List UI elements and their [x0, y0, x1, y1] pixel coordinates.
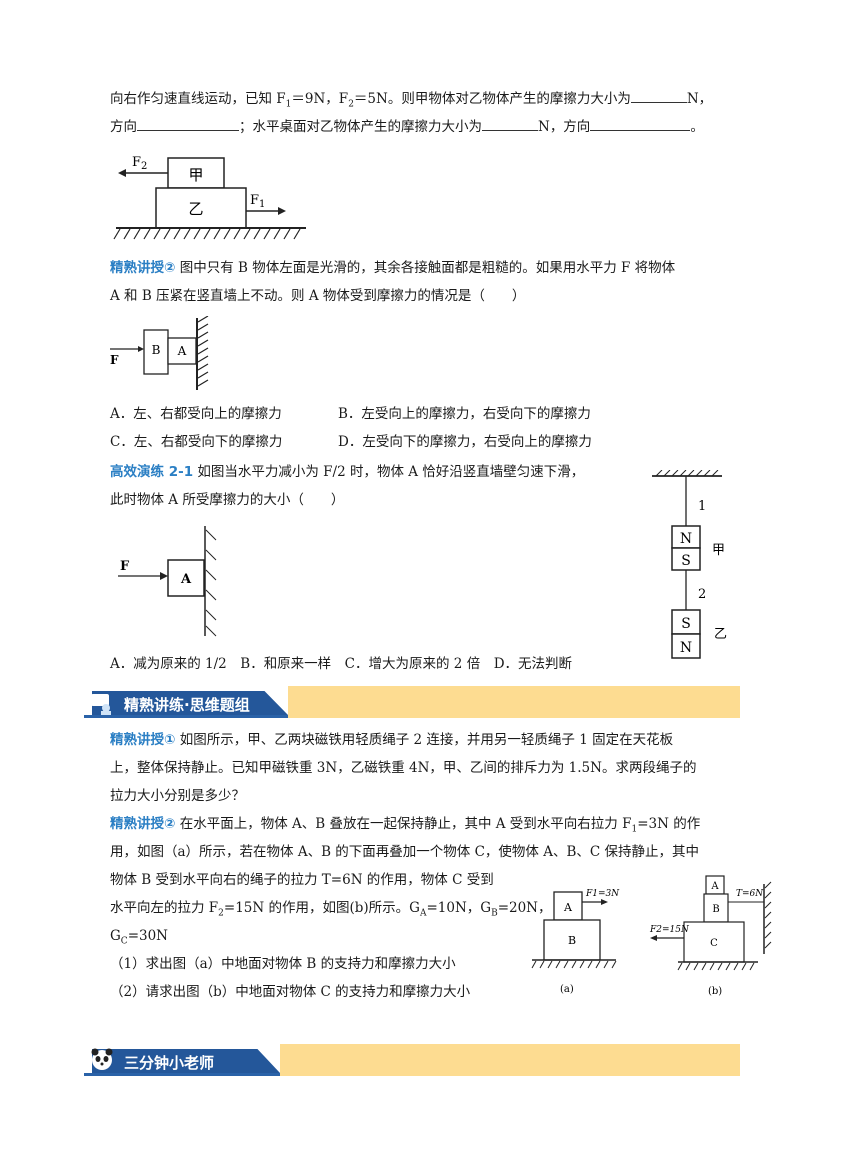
banner-title: 精熟讲练·思维题组 — [124, 696, 250, 714]
magnet-jia-n: N — [680, 531, 692, 547]
fig-a-caption: (a) — [560, 984, 574, 995]
p1-line-1: 精熟讲授① 如图所示，甲、乙两块磁铁用轻质绳子 2 连接，并用另一轻质绳子 1 … — [110, 732, 674, 748]
p2-line-5: GC=30N — [110, 928, 168, 947]
q21-line-1: 高效演练 2-1 如图当水平力减小为 F/2 时，物体 A 恰好沿竖直墙壁匀速下… — [110, 464, 585, 480]
q21-options: A．减为原来的 1/2 B．和原来一样 C．增大为原来的 2 倍 D．无法判断 — [110, 656, 573, 672]
wall-block-figure: F A — [118, 526, 217, 637]
magnet-figure: 1 N S 甲 2 S N 乙 — [652, 470, 727, 659]
question-tag: 精熟讲授① — [110, 732, 176, 748]
answer-blank[interactable] — [590, 116, 691, 131]
block-jia-label: 甲 — [188, 166, 203, 184]
svg-text:B: B — [568, 934, 576, 947]
magnet-jia-label: 甲 — [712, 543, 725, 558]
p2-line-1: 精熟讲授② 在水平面上，物体 A、B 叠放在一起保持静止，其中 A 受到水平向右… — [110, 816, 701, 835]
block-b — [143, 329, 169, 375]
arrow-right-icon — [138, 346, 144, 352]
arrow-right-icon — [278, 207, 286, 215]
question-tag: 精熟讲授② — [110, 816, 176, 832]
svg-text:A: A — [563, 901, 573, 914]
p2-line-4: 水平向左的拉力 F2=15N 的作用，如图(b)所示。GA=10N，GB=20N… — [110, 900, 552, 919]
p2-line-2: 用，如图（a）所示，若在物体 A、B 的下面再叠加一个物体 C，使物体 A、B、… — [110, 844, 700, 860]
banner-title: 三分钟小老师 — [124, 1054, 215, 1072]
block-a-label: A — [177, 344, 187, 358]
q2-line-2: A 和 B 压紧在竖直墙上不动。则 A 物体受到摩擦力的情况是（ ） — [110, 288, 526, 304]
fig-b-caption: (b) — [708, 986, 722, 997]
question-tag: 高效演练 2-1 — [110, 464, 194, 480]
wall-blocks-figure: F B A — [110, 316, 209, 390]
block-yi — [155, 187, 247, 229]
option-a[interactable]: A．左、右都受向上的摩擦力 — [110, 406, 282, 422]
p1-line-3: 拉力大小分别是多少？ — [110, 788, 245, 804]
block-yi-label: 乙 — [188, 200, 203, 218]
block-b-label: B — [152, 343, 161, 357]
arrow-left-icon — [118, 169, 126, 177]
arrow-right-icon — [160, 572, 168, 580]
q2-options-row-1: A．左、右都受向上的摩擦力 B．左受向上的摩擦力，右受向下的摩擦力 — [110, 404, 591, 424]
ceiling-hatch — [655, 470, 719, 477]
section-banner-thinking: 精熟讲练·思维题组 — [84, 686, 740, 718]
answer-blank[interactable] — [482, 116, 538, 131]
q2-line-1: 精熟讲授② 图中只有 B 物体左面是光滑的，其余各接触面都是粗糙的。如果用水平力… — [110, 260, 676, 276]
teacher-icon — [91, 694, 111, 715]
magnet-jia-s: S — [681, 553, 691, 569]
block-a — [167, 337, 197, 365]
magnet-yi-n: N — [680, 640, 692, 656]
wall-hatch — [205, 529, 217, 637]
rope-2-label: 2 — [698, 587, 706, 602]
arrow-left-icon — [650, 935, 657, 941]
fig-b-tension-label: T=6N — [736, 889, 764, 899]
svg-text:A: A — [710, 881, 719, 892]
answer-blank[interactable] — [137, 116, 239, 131]
fig-a-block-b — [543, 919, 601, 961]
block-a — [167, 559, 205, 597]
answer-blank[interactable] — [630, 88, 687, 103]
section-banner-mini-teacher: 三分钟小老师 — [84, 1044, 740, 1076]
p1-line-2: 上，整体保持静止。已知甲磁铁重 3N，乙磁铁重 4N，甲、乙间的排斥力为 1.5… — [110, 760, 697, 776]
p2-subquestion-2: （2）请求出图（b）中地面对物体 C 的支持力和摩擦力大小 — [110, 984, 471, 1000]
figure-b: A B C T=6N F2=15N (b) — [649, 875, 772, 997]
q2-options-row-2: C．左、右都受向下的摩擦力 D．左受向下的摩擦力，右受向上的摩擦力 — [110, 432, 592, 452]
wall-hatch — [197, 316, 209, 387]
svg-text:B: B — [712, 904, 719, 915]
ground-hatch — [113, 228, 301, 240]
block-a-label: A — [180, 572, 192, 587]
arrow-right-icon — [601, 899, 608, 905]
magnet-yi-s: S — [681, 616, 691, 632]
option-c[interactable]: C．左、右都受向下的摩擦力 — [110, 434, 283, 450]
intro-line-1: 向右作匀速直线运动，已知 F1＝9N，F2＝5N。则甲物体对乙物体产生的摩擦力大… — [110, 88, 712, 115]
force-f2-label: F2 — [132, 155, 147, 172]
option-b[interactable]: B．左受向上的摩擦力，右受向下的摩擦力 — [338, 406, 591, 422]
q21-line-2: 此时物体 A 所受摩擦力的大小（ ） — [110, 492, 345, 508]
force-f-label: F — [120, 559, 130, 574]
question-tag: 精熟讲授② — [110, 260, 176, 276]
p2-subquestion-1: （1）求出图（a）中地面对物体 B 的支持力和摩擦力大小 — [110, 956, 456, 972]
p2-line-3: 物体 B 受到水平向右的绳子的拉力 T=6N 的作用，物体 C 受到 — [110, 872, 494, 888]
fig-a-force-label: F1=3N — [585, 889, 620, 899]
fig-b-block-b — [703, 893, 729, 923]
fig-b-block-c — [683, 921, 745, 963]
magnet-yi-label: 乙 — [714, 627, 727, 642]
stacked-blocks-figure: 甲 乙 F2 F1 — [113, 155, 306, 240]
rope-1-label: 1 — [698, 499, 706, 514]
option-d[interactable]: D．左受向下的摩擦力，右受向上的摩擦力 — [338, 434, 592, 450]
force-f-label: F — [110, 353, 119, 367]
svg-text:C: C — [710, 938, 718, 949]
fig-b-force-label: F2=15N — [649, 925, 690, 935]
panda-icon — [91, 1048, 113, 1070]
figure-a: A B F1=3N (a) — [531, 889, 620, 995]
force-f1-label: F1 — [250, 193, 265, 210]
